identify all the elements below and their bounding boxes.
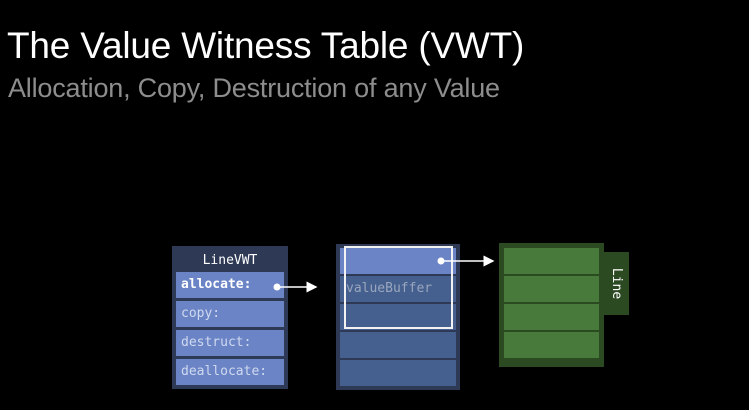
linevwt-title: LineVWT (202, 253, 258, 268)
buffer-slot-1 (340, 248, 456, 274)
line-slot-1 (504, 248, 599, 274)
line-type-tab: Line (604, 252, 629, 315)
buffer-slot-3 (340, 304, 456, 330)
page-subtitle: Allocation, Copy, Destruction of any Val… (8, 73, 500, 104)
linevwt-table: LineVWT allocate: copy: destruct: deallo… (172, 246, 288, 389)
buffer-slot-4 (340, 332, 456, 358)
vwt-row-destruct[interactable]: destruct: (176, 330, 284, 356)
buffer-slot-5 (340, 360, 456, 386)
line-slot-4 (504, 332, 599, 358)
buffer-slot-2-label: valueBuffer (340, 276, 456, 302)
vwt-row-copy[interactable]: copy: (176, 301, 284, 327)
line-type-tab-label: Line (609, 267, 624, 300)
vwt-row-allocate[interactable]: allocate: (176, 272, 284, 298)
line-object-block (499, 243, 604, 367)
value-buffer-block: valueBuffer (336, 244, 460, 390)
vwt-row-deallocate[interactable]: deallocate: (176, 359, 284, 385)
linevwt-row-list: allocate: copy: destruct: deallocate: (176, 272, 284, 385)
line-slot-2 (504, 276, 599, 302)
line-slot-3 (504, 304, 599, 330)
page-title: The Value Witness Table (VWT) (7, 24, 525, 66)
